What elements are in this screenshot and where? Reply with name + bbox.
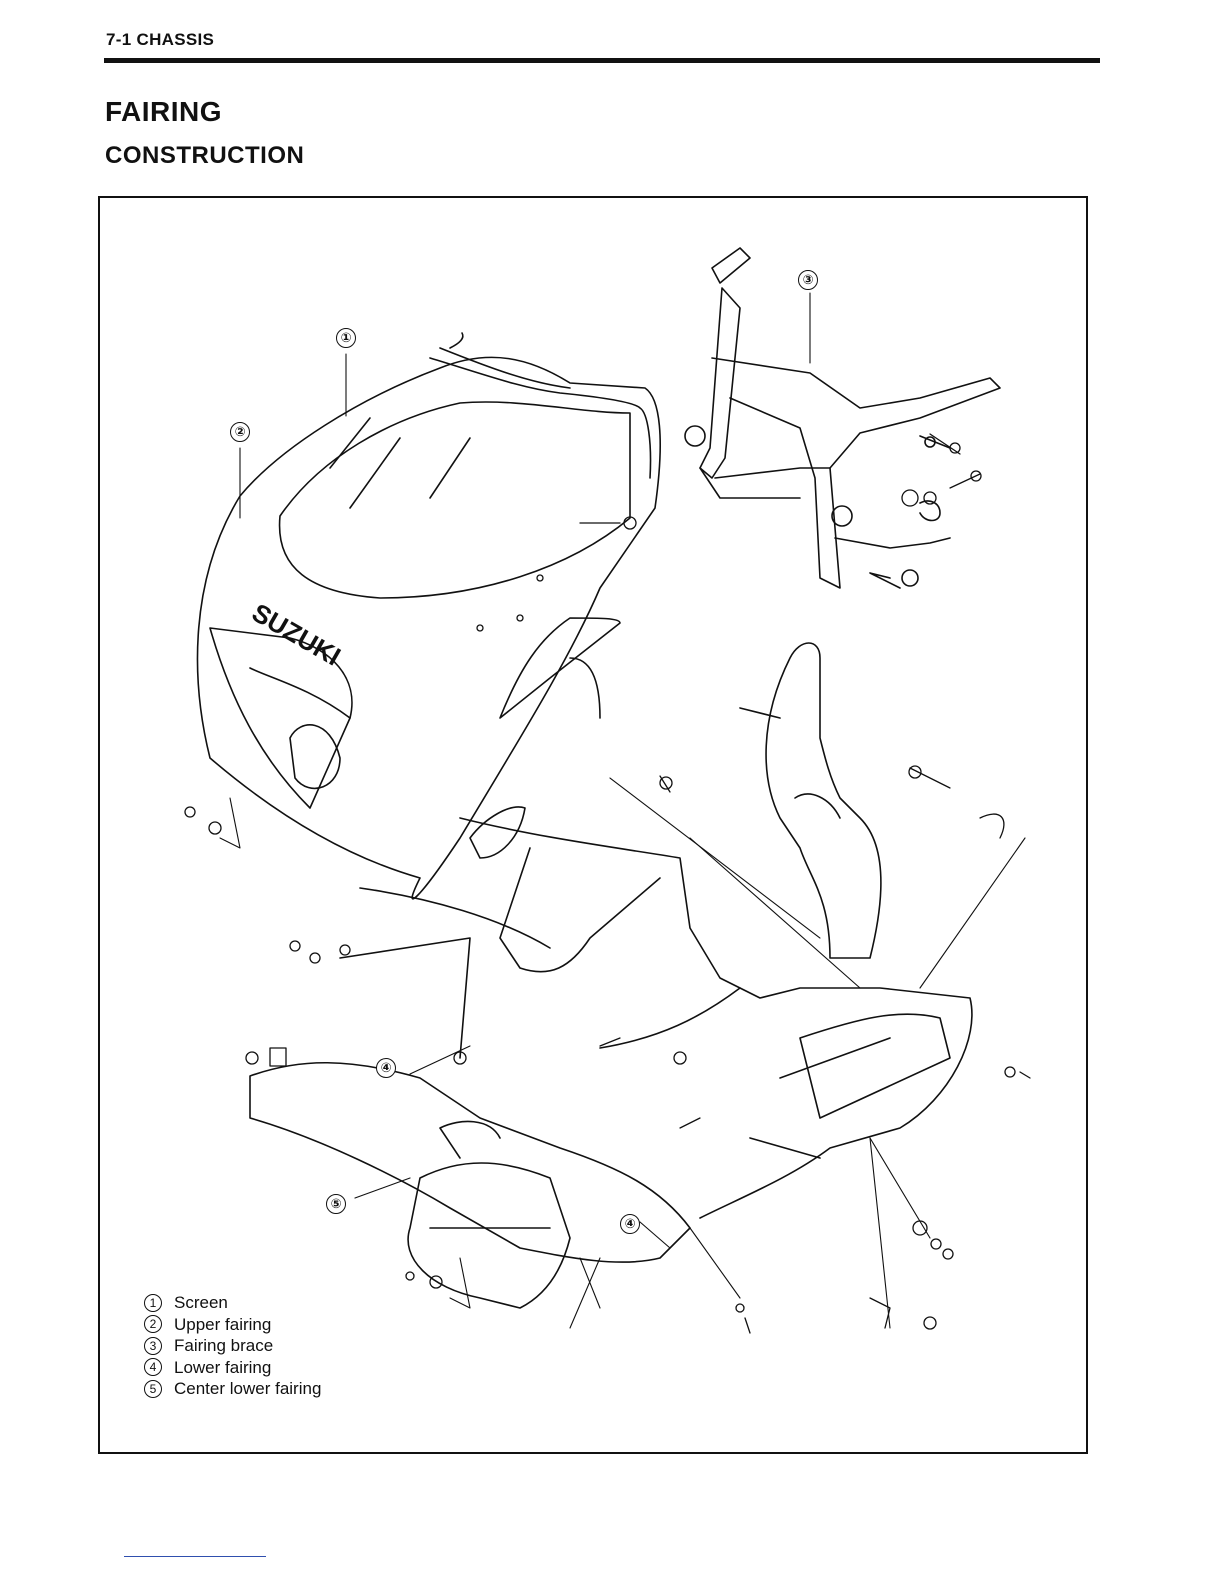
legend-number: 4 (144, 1358, 162, 1376)
callout-upper-fairing: ② (230, 422, 250, 442)
fairing-brace-drawing (685, 248, 1000, 588)
legend-label: Upper fairing (174, 1314, 271, 1336)
page-title: FAIRING (105, 96, 222, 128)
legend-label: Lower fairing (174, 1357, 271, 1379)
fairing-exploded-drawing: SUZUKI (100, 198, 1086, 1452)
footer-link-line (124, 1556, 266, 1557)
air-duct-drawing (740, 643, 881, 958)
callout-fairing-brace: ③ (798, 270, 818, 290)
parts-legend: 1 Screen 2 Upper fairing 3 Fairing brace… (144, 1292, 321, 1400)
legend-number: 5 (144, 1380, 162, 1398)
legend-number: 3 (144, 1337, 162, 1355)
legend-number: 2 (144, 1315, 162, 1333)
exploded-diagram-frame: SUZUKI (98, 196, 1088, 1454)
center-lower-fairing-drawing (408, 1121, 570, 1308)
legend-number: 1 (144, 1294, 162, 1312)
legend-item: 1 Screen (144, 1292, 321, 1314)
header-rule (104, 58, 1100, 63)
fasteners (185, 434, 1030, 1333)
legend-item: 4 Lower fairing (144, 1357, 321, 1379)
callout-center-lower-fairing: ⑤ (326, 1194, 346, 1214)
legend-label: Screen (174, 1292, 228, 1314)
legend-label: Center lower fairing (174, 1378, 321, 1400)
callout-lower-fairing: ④ (376, 1058, 396, 1078)
legend-item: 5 Center lower fairing (144, 1378, 321, 1400)
legend-item: 2 Upper fairing (144, 1314, 321, 1336)
legend-label: Fairing brace (174, 1335, 273, 1357)
page-subtitle: CONSTRUCTION (105, 142, 304, 170)
legend-item: 3 Fairing brace (144, 1335, 321, 1357)
section-header: 7-1 CHASSIS (106, 30, 214, 50)
callout-screen: ① (336, 328, 356, 348)
lower-fairing-drawing (250, 818, 972, 1262)
callout-lower-fairing-2: ④ (620, 1214, 640, 1234)
